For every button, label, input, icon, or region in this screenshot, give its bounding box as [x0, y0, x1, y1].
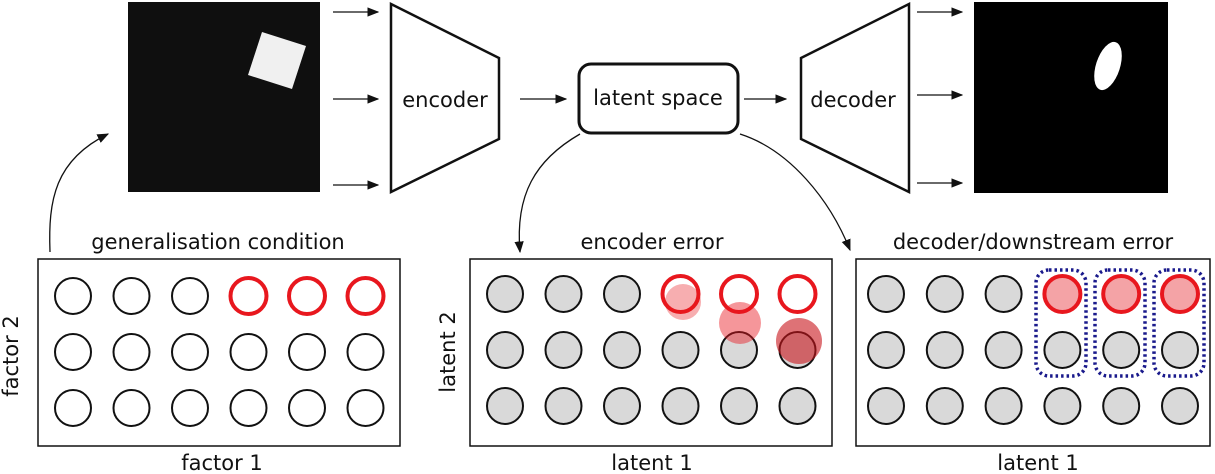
encoder-error-ylabel: latent 2 [436, 311, 460, 392]
grid-cell [1161, 331, 1199, 369]
grid-cell [171, 277, 209, 315]
grid-cell [778, 387, 817, 425]
grid-cell [984, 331, 1023, 369]
grid-cell [867, 387, 905, 425]
held-out-cell [660, 274, 701, 314]
decoder-label: decoder [810, 88, 896, 112]
grid-cell [661, 331, 700, 369]
error-blob [776, 318, 822, 364]
held-out-cell [719, 274, 759, 314]
output-blob-shape [1094, 41, 1122, 91]
grid-cell [54, 333, 92, 371]
grid-cell [486, 387, 524, 425]
grid-cell [720, 331, 758, 369]
encoder-error-xlabel: latent 1 [611, 451, 692, 474]
latent-space-label: latent space [593, 86, 723, 110]
column-group-outline [1093, 268, 1147, 378]
grid-cell [544, 387, 583, 425]
held-out-cell [1160, 274, 1200, 314]
encoder-error-frame [469, 258, 833, 447]
encoder-error-title: encoder error [580, 230, 723, 254]
generalisation-grid [54, 276, 386, 427]
grid-cell [486, 331, 524, 369]
decoder-error-grid [867, 274, 1200, 425]
generalisation-frame [37, 258, 401, 447]
grid-cell [544, 331, 583, 369]
decoder-error-title: decoder/downstream error [893, 230, 1174, 254]
grid-cell [1161, 387, 1199, 425]
grid-cell [288, 389, 326, 427]
grid-cell [603, 275, 641, 313]
held-out-cell [287, 276, 327, 316]
generalisation-xlabel: factor 1 [181, 451, 263, 474]
held-out-cell [345, 276, 386, 316]
encoder-error-panel: encoder error latent 1 latent 2 [436, 230, 833, 474]
generalisation-ylabel: factor 2 [0, 315, 23, 397]
grid-cell [603, 331, 641, 369]
grid-cell [720, 387, 758, 425]
grid-cell [984, 387, 1023, 425]
column-group-outline [1034, 268, 1088, 378]
decoder-error-frame [855, 258, 1211, 447]
generalisation-panel: generalisation condition factor 1 factor… [0, 230, 401, 474]
output-arrows [917, 7, 964, 188]
column-group-outline [1152, 268, 1206, 378]
input-arrows [333, 7, 380, 190]
grid-cell [925, 331, 964, 369]
latent-to-encoder-error-arrow [514, 133, 581, 254]
decoder-error-panel: decoder/downstream error latent 1 [855, 230, 1211, 474]
encoder-block [389, 1, 501, 195]
held-out-cell [777, 274, 818, 314]
latent-to-decoder-error-arrow [739, 133, 851, 252]
output-image [974, 2, 1168, 193]
grid-cell [925, 275, 964, 313]
grid-cell [486, 275, 524, 313]
grid-cell [229, 389, 268, 427]
input-image [128, 2, 320, 192]
encoder-label: encoder [402, 88, 488, 112]
grid-cell [171, 333, 209, 371]
grid-cell [1102, 331, 1141, 369]
grid-cell [288, 333, 326, 371]
grid-cell [544, 275, 583, 313]
grid-cell [984, 275, 1023, 313]
held-out-cell [1101, 274, 1142, 314]
error-blob [719, 302, 761, 344]
held-out-cell [1042, 274, 1083, 314]
grid-cell [54, 389, 92, 427]
grid-cell [603, 387, 641, 425]
grid-cell [925, 387, 964, 425]
grid-cell [112, 277, 151, 315]
decoder-block [799, 1, 911, 195]
error-blob [665, 284, 701, 320]
generalisation-title: generalisation condition [91, 230, 344, 254]
condition-to-input-arrow [49, 133, 110, 253]
grid-cell [112, 389, 151, 427]
grid-cell [661, 387, 700, 425]
grid-cell [346, 333, 385, 371]
latent-space-box [577, 62, 740, 135]
decoder-error-xlabel: latent 1 [997, 451, 1078, 474]
held-out-cell [228, 276, 269, 316]
grid-cell [1043, 387, 1082, 425]
decoder-error-groups [1034, 268, 1206, 378]
grid-cell [171, 389, 209, 427]
grid-cell [867, 331, 905, 369]
grid-cell [229, 333, 268, 371]
encoder-error-blobs [665, 284, 822, 364]
grid-cell [112, 333, 151, 371]
grid-cell [54, 277, 92, 315]
grid-cell [346, 389, 385, 427]
grid-cell [1043, 331, 1082, 369]
input-square-shape [248, 32, 306, 89]
grid-cell [1102, 387, 1141, 425]
grid-cell [867, 275, 905, 313]
